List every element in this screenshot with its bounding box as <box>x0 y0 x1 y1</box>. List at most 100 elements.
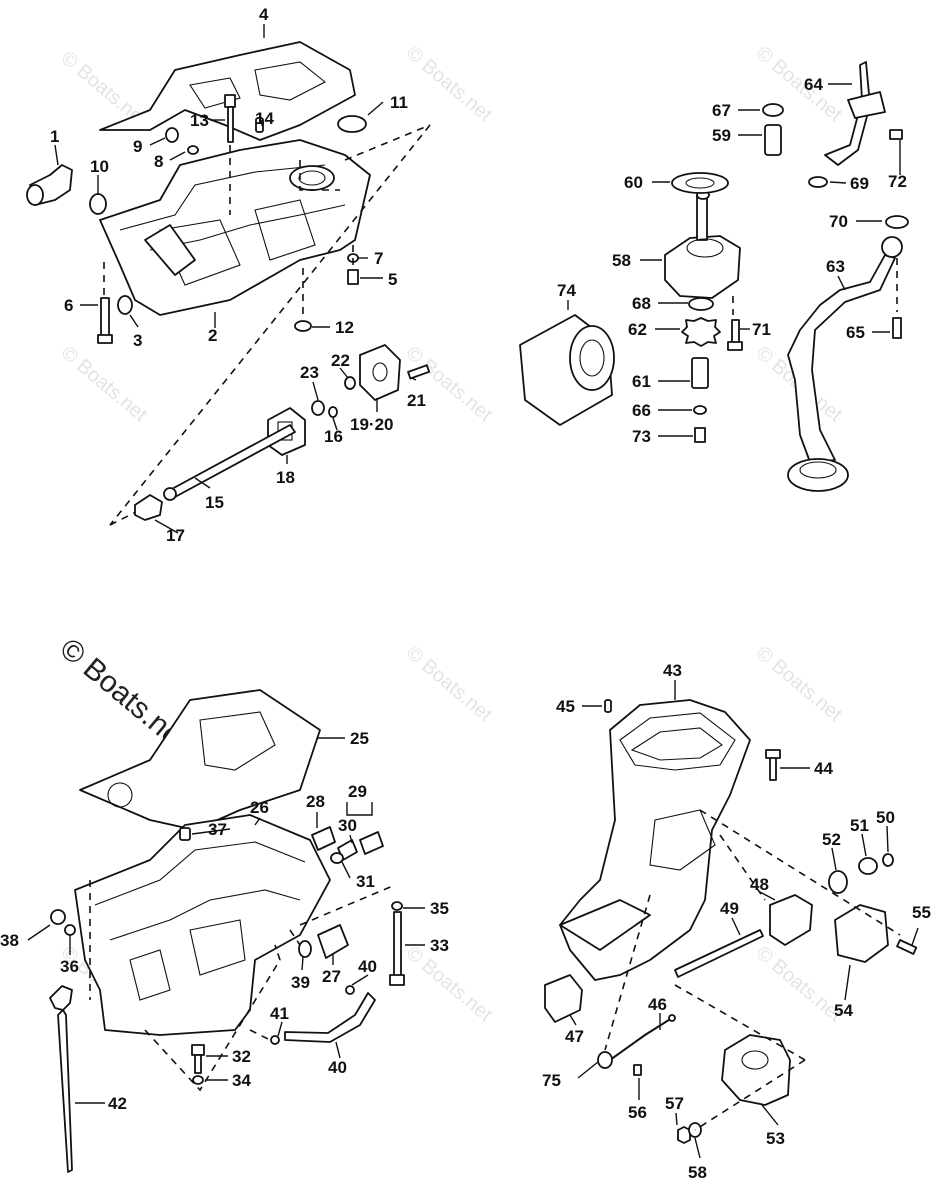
callout-64: 64 <box>804 75 823 94</box>
leader-lines <box>27 24 919 1159</box>
callout-15: 15 <box>205 493 224 512</box>
callout-24: 25 <box>350 729 369 748</box>
callout-21: 21 <box>407 391 426 410</box>
callout-49: 50 <box>876 808 895 827</box>
callout-33: 34 <box>232 1071 251 1090</box>
o-ring-10-shape <box>89 193 107 215</box>
callout-5: 5 <box>388 270 397 289</box>
callout-44: 45 <box>556 697 575 716</box>
callout-9: 9 <box>133 137 142 156</box>
block-46 <box>544 974 583 1023</box>
driveshaft-housing-group <box>544 699 918 1144</box>
callout-68: 68 <box>632 294 651 313</box>
callout-8: 8 <box>154 152 163 171</box>
callout-48: 49 <box>720 899 739 918</box>
crankcase-block-2 <box>99 139 371 316</box>
callout-34: 35 <box>430 899 449 918</box>
callout-73: 73 <box>632 427 651 446</box>
callout-labels: 4 1 10 9 8 13 14 11 7 5 6 3 2 12 23 22 2… <box>0 5 931 1182</box>
callout-25: 26 <box>250 798 269 817</box>
callout-54: 55 <box>912 903 931 922</box>
callout-56: 57 <box>665 1094 684 1113</box>
watermark: © Boats.net <box>402 642 497 726</box>
callout-19-20: 19·20 <box>350 415 393 434</box>
callout-74: 74 <box>557 281 576 300</box>
callout-30: 31 <box>356 872 375 891</box>
callout-2: 2 <box>208 326 217 345</box>
oil-pan-group <box>49 689 405 1173</box>
callout-53: 54 <box>834 1001 853 1020</box>
watermark: © Boats.net <box>752 942 847 1026</box>
callout-12: 12 <box>335 318 354 337</box>
block-47 <box>769 894 813 946</box>
callout-10: 10 <box>90 157 109 176</box>
callout-36: 37 <box>208 820 227 839</box>
callout-37: 38 <box>0 931 19 950</box>
callout-22: 22 <box>331 351 350 370</box>
watermark: © Boats.net <box>752 642 847 726</box>
watermark: © Boats.net <box>402 342 497 426</box>
callout-52: 53 <box>766 1129 785 1148</box>
callout-57: 58 <box>688 1163 707 1182</box>
callout-69: 69 <box>850 174 869 193</box>
callout-72: 72 <box>888 172 907 191</box>
callout-39: 40 <box>328 1058 347 1077</box>
callout-31: 32 <box>232 1047 251 1066</box>
oil-pump-group <box>519 61 909 492</box>
callout-17: 17 <box>166 526 185 545</box>
callout-67: 67 <box>712 101 731 120</box>
callout-65: 65 <box>846 323 865 342</box>
callout-6: 6 <box>64 296 73 315</box>
callout-14: 14 <box>255 109 274 128</box>
callout-40-lower: 41 <box>270 1004 289 1023</box>
solenoid-group <box>134 344 431 521</box>
callout-27: 28 <box>306 792 325 811</box>
callout-1: 1 <box>50 127 59 146</box>
callout-59: 59 <box>712 126 731 145</box>
callout-46: 47 <box>565 1027 584 1046</box>
callout-7: 7 <box>374 249 383 268</box>
watermark: © Boats.net <box>402 42 497 126</box>
callout-70: 70 <box>829 212 848 231</box>
shaft-48 <box>674 929 764 978</box>
oil-pump-58 <box>664 235 741 299</box>
bracket-53 <box>834 904 889 963</box>
callout-43: 44 <box>814 759 833 778</box>
bracket-52 <box>721 1034 791 1106</box>
callout-41: 42 <box>108 1094 127 1113</box>
callout-42: 43 <box>663 661 682 680</box>
callout-35: 36 <box>60 957 79 976</box>
callout-26: 27 <box>322 967 341 986</box>
gasket-24-shape <box>79 689 321 831</box>
callout-71: 71 <box>752 320 771 339</box>
watermark: © Boats.net <box>402 942 497 1026</box>
watermark: © Boats.net <box>57 342 152 426</box>
callout-47: 48 <box>750 875 769 894</box>
callout-50: 51 <box>850 816 869 835</box>
callout-4: 4 <box>259 5 269 24</box>
callout-13: 13 <box>190 111 209 130</box>
callout-58: 58 <box>612 251 631 270</box>
callout-60: 60 <box>624 173 643 192</box>
callout-38: 39 <box>291 973 310 992</box>
callout-75: 75 <box>542 1071 561 1090</box>
callout-45: 46 <box>648 995 667 1014</box>
callout-16: 16 <box>324 427 343 446</box>
callout-3: 3 <box>133 331 142 350</box>
callout-18: 18 <box>276 468 295 487</box>
callout-40-upper: 40 <box>358 957 377 976</box>
callout-62: 62 <box>628 320 647 339</box>
block-19-20 <box>359 344 401 401</box>
callout-23: 23 <box>300 363 319 382</box>
callout-55: 56 <box>628 1103 647 1122</box>
callout-29: 30 <box>338 816 357 835</box>
callout-66: 66 <box>632 401 651 420</box>
callout-28: 29 <box>348 782 367 801</box>
oil-pan-25 <box>74 814 331 1036</box>
gasket-4-shape <box>99 41 356 141</box>
crankcase-group <box>26 41 431 526</box>
callout-63: 63 <box>826 257 845 276</box>
callout-51: 52 <box>822 830 841 849</box>
callout-11: 11 <box>390 93 408 112</box>
